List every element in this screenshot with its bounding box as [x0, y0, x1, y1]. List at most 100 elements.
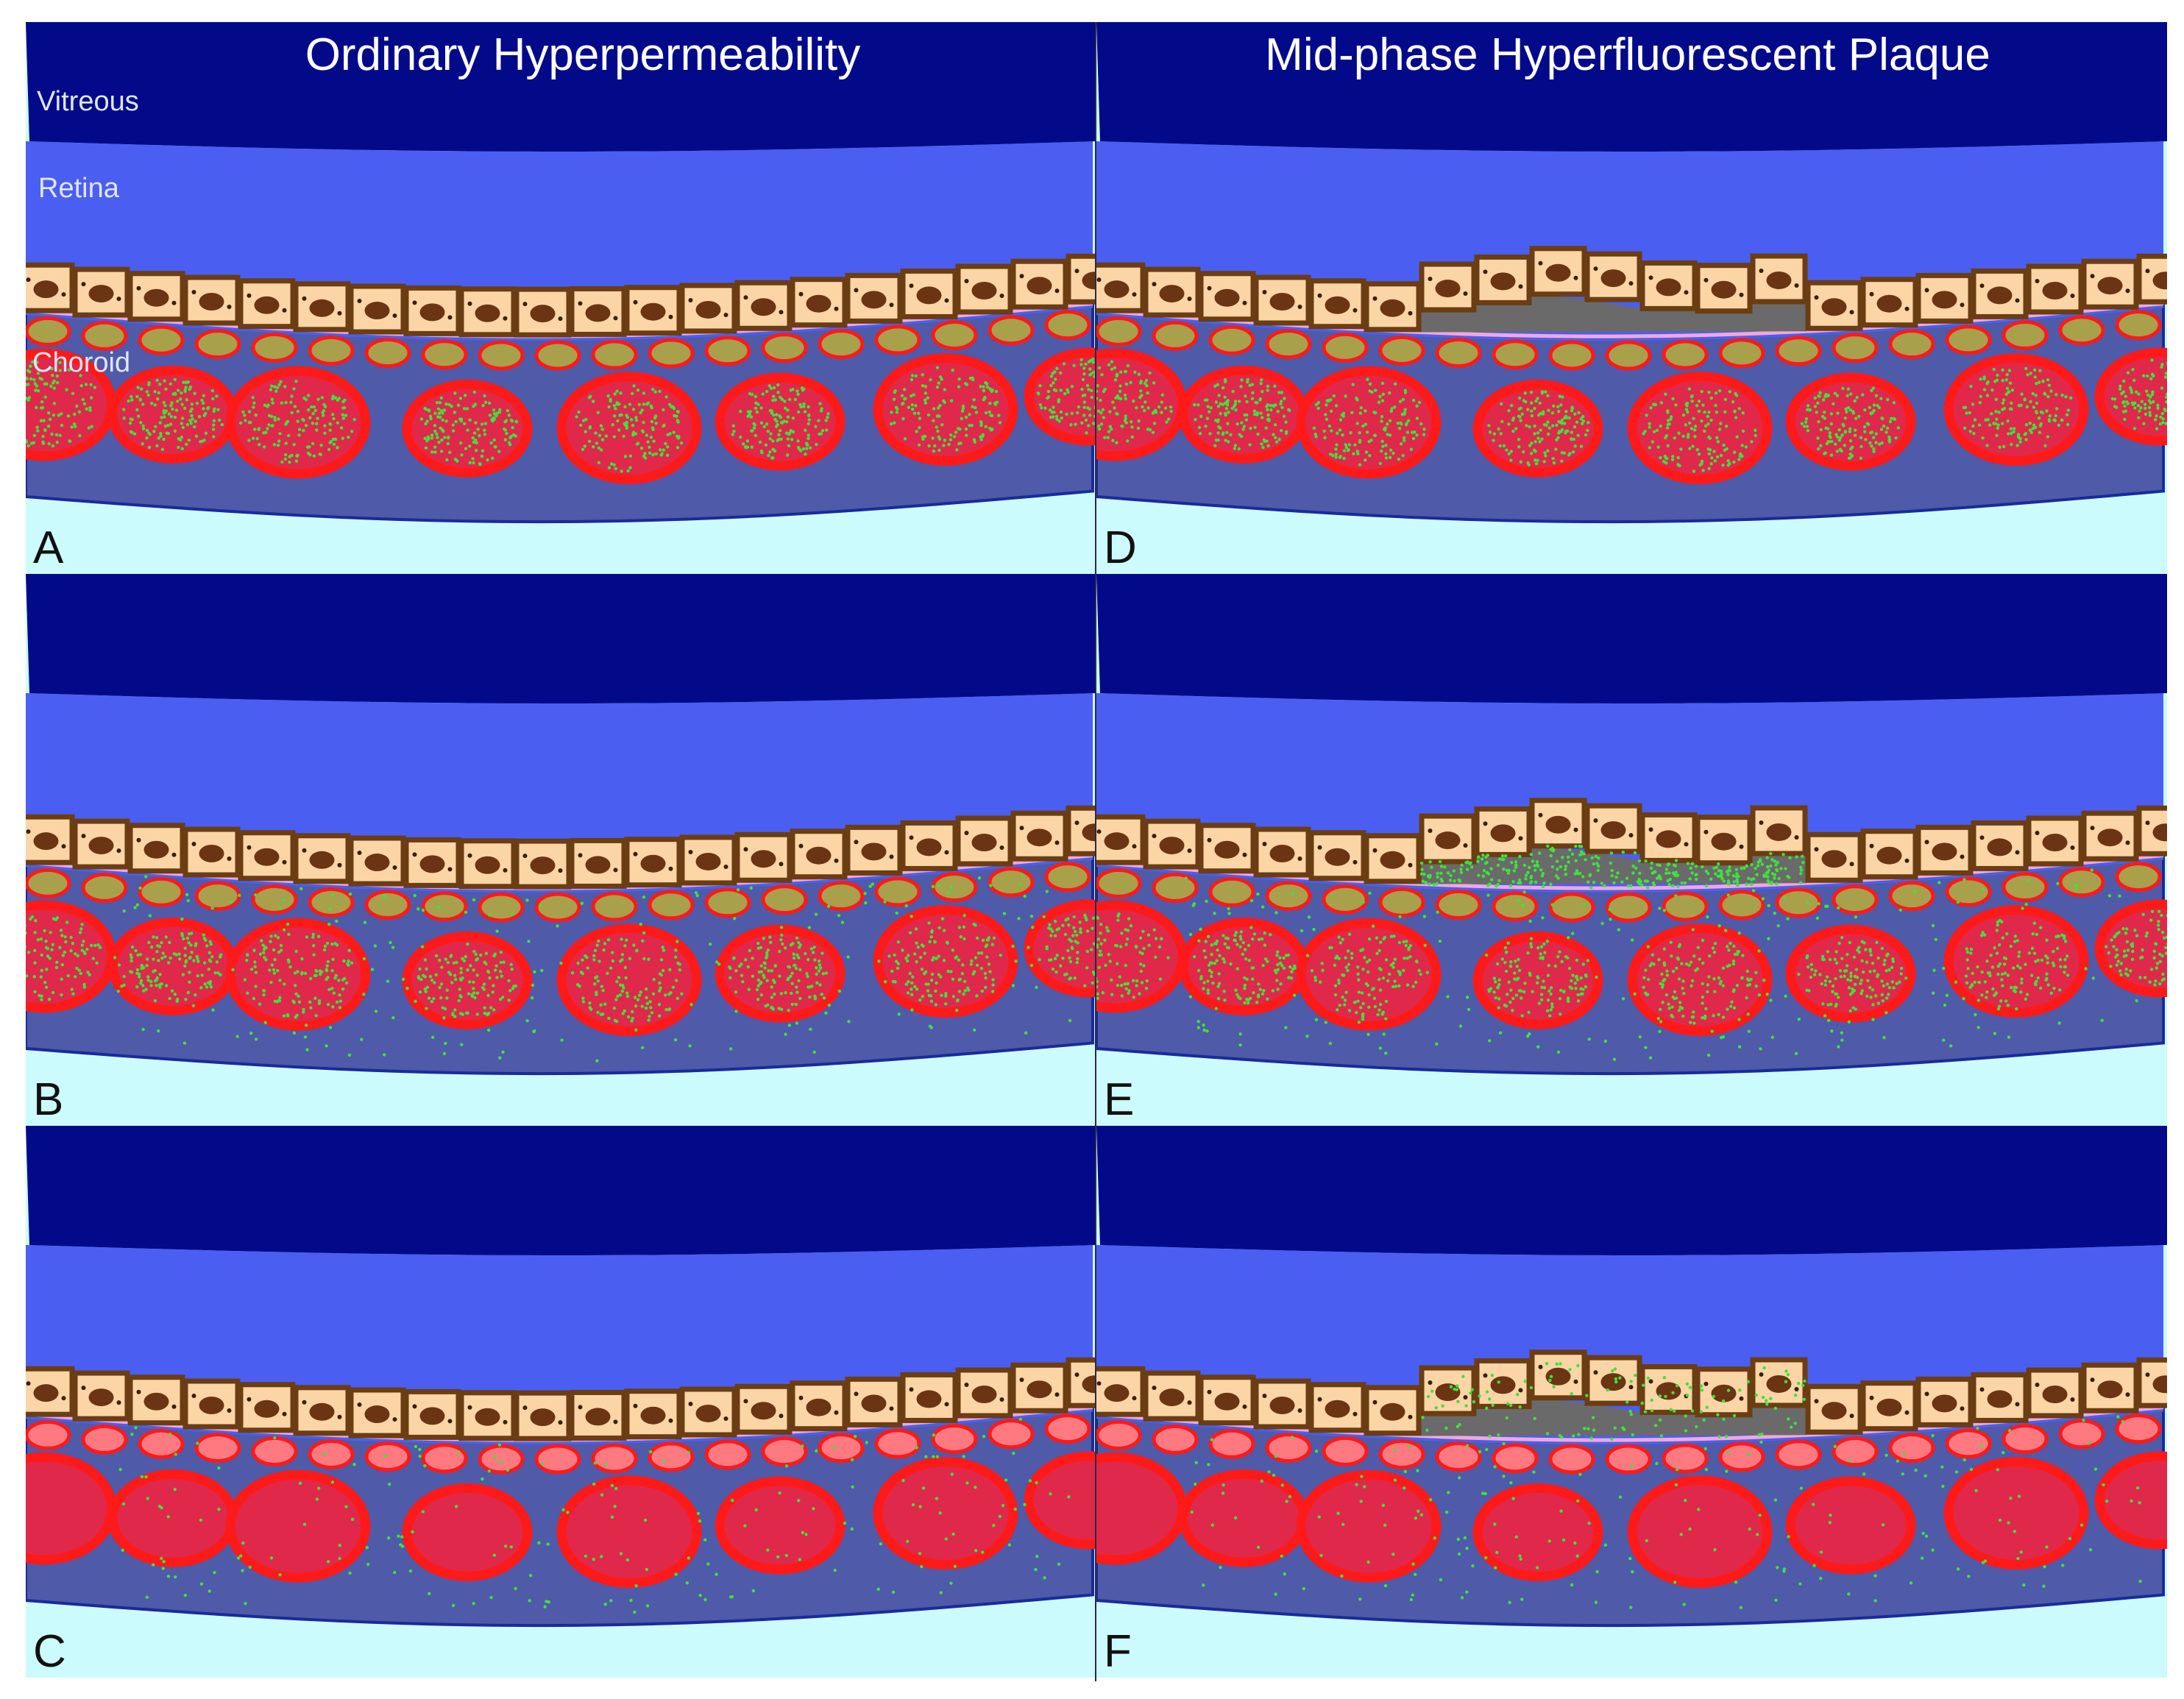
rpe-granule [503, 316, 508, 321]
fluorescein-dot [338, 993, 341, 997]
fluorescein-dot [2123, 404, 2127, 408]
fluorescein-dot [810, 985, 814, 988]
fluorescein-dot [2035, 410, 2038, 414]
fluorescein-dot [729, 1595, 733, 1599]
fluorescein-dot [1120, 994, 1124, 998]
fluorescein-dot [982, 385, 985, 389]
fluorescein-dot [283, 385, 287, 389]
fluorescein-dot [942, 929, 946, 932]
fluorescein-dot [164, 935, 168, 939]
fluorescein-dot [600, 438, 605, 441]
fluorescein-dot [1538, 440, 1542, 444]
fluorescein-dot [773, 992, 776, 996]
fluorescein-dot [603, 942, 607, 946]
rpe-granule [2181, 835, 2184, 840]
fluorescein-dot [207, 405, 210, 410]
fluorescein-dot [1688, 447, 1692, 450]
fluorescein-dot [269, 1556, 274, 1560]
fluorescein-dot [1235, 943, 1239, 946]
fluorescein-dot [1537, 413, 1541, 417]
fluorescein-dot [278, 1573, 282, 1577]
fluorescein-dot [2123, 417, 2127, 422]
fluorescein-dot [1091, 981, 1094, 985]
fluorescein-dot [314, 422, 319, 426]
fluorescein-dot [1809, 962, 1813, 967]
fluorescein-dot [12, 416, 15, 419]
fluorescein-dot [1366, 970, 1370, 974]
fluorescein-dot [537, 1541, 541, 1545]
fluorescein-dot [54, 965, 59, 970]
fluorescein-dot [307, 394, 311, 397]
fluorescein-dot [130, 945, 135, 949]
fluorescein-dot [581, 971, 585, 976]
fluorescein-dot [286, 433, 291, 438]
choriocapillaris-vessel [1832, 333, 1879, 363]
fluorescein-dot [1078, 921, 1082, 924]
fluorescein-dot [715, 1572, 718, 1576]
fluorescein-dot [283, 457, 288, 461]
fluorescein-dot [1834, 433, 1838, 436]
fluorescein-dot [414, 999, 417, 1003]
fluorescein-dot [1338, 455, 1342, 459]
fluorescein-dot [1239, 937, 1243, 941]
rpe-granule [1132, 844, 1137, 849]
fluorescein-dot [258, 1002, 262, 1006]
fluorescein-dot [1142, 946, 1146, 951]
fluorescein-dot [615, 979, 619, 984]
fluorescein-dot [1096, 400, 1097, 402]
fluorescein-dot [970, 424, 974, 428]
fluorescein-dot [155, 976, 159, 980]
fluorescein-dot [2063, 957, 2067, 962]
rpe-cell [26, 814, 75, 865]
fluorescein-dot [174, 408, 179, 412]
fluorescein-dot [1992, 367, 1996, 372]
fluorescein-dot [130, 959, 133, 963]
fluorescein-dot [527, 940, 531, 943]
fluorescein-dot [972, 438, 976, 441]
fluorescein-dot [1199, 432, 1202, 436]
fluorescein-dot [451, 423, 455, 427]
fluorescein-dot [444, 957, 448, 961]
rpe-cell [790, 829, 848, 880]
fluorescein-dot [651, 992, 656, 996]
fluorescein-dot [600, 1493, 604, 1497]
fluorescein-dot [2037, 380, 2041, 384]
fluorescein-dot [937, 884, 940, 887]
rpe-cell [514, 838, 572, 890]
rpe-granule [1242, 852, 1247, 857]
fluorescein-dot [531, 983, 535, 987]
fluorescein-dot [1389, 455, 1392, 459]
fluorescein-dot [481, 1477, 484, 1481]
rpe-cell [955, 1367, 1013, 1419]
rpe-nucleus [530, 1408, 556, 1427]
rpe-granule [1019, 826, 1024, 831]
fluorescein-dot [2, 951, 5, 954]
fluorescein-dot [1103, 938, 1107, 942]
choriocapillaris-vessel [648, 1441, 695, 1472]
rpe-nucleus [806, 294, 832, 313]
fluorescein-dot [1662, 961, 1666, 965]
fluorescein-dot [335, 1000, 339, 1004]
choriocapillaris-vessel [2115, 310, 2162, 341]
fluorescein-dot [1892, 416, 1896, 420]
choriocapillaris-vessel [1775, 887, 1822, 918]
rpe-cell [2026, 815, 2084, 867]
fluorescein-dot [1266, 960, 1269, 963]
fluorescein-dot [138, 886, 142, 890]
fluorescein-dot [1399, 441, 1403, 446]
fluorescein-dot [1334, 447, 1338, 451]
fluorescein-dot [2142, 422, 2146, 426]
rpe-nucleus [33, 832, 59, 851]
fluorescein-dot [1677, 1008, 1681, 1012]
fluorescein-dot [1225, 430, 1229, 435]
choriocapillaris-vessel [308, 887, 355, 918]
fluorescein-dot [33, 961, 37, 965]
rpe-granule [1372, 296, 1378, 301]
fluorescein-dot [1831, 984, 1835, 988]
fluorescein-dot [942, 444, 946, 447]
fluorescein-dot [350, 430, 354, 433]
fluorescein-dot [654, 452, 658, 455]
fluorescein-dot [141, 965, 146, 970]
rpe-granule [503, 868, 508, 873]
